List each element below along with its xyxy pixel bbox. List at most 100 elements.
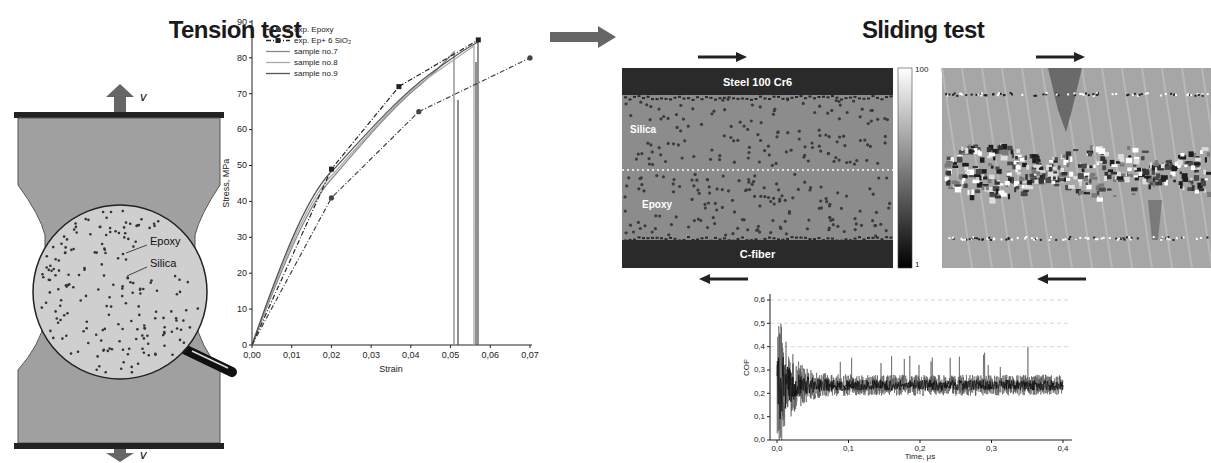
silica-particle [810,141,813,144]
silica-particle [818,105,821,108]
interface-spot [1118,237,1120,239]
damage-spot [1032,169,1036,174]
silica-particle [791,196,794,199]
silica-particle [803,181,806,184]
rough-edge [687,97,690,99]
damage-spot [1108,169,1113,172]
tick [249,165,252,166]
tick-label: 0 [242,340,247,350]
silica-particle [637,153,640,156]
interface-spot [956,95,958,97]
silica-particle [625,102,628,105]
silica-particle [52,246,55,249]
silica-particle [769,200,772,203]
silica-particle [676,126,679,129]
silica-particle [819,150,822,153]
damage-spot [1042,174,1045,180]
silica-particle [828,216,831,219]
damage-spot [1027,186,1033,189]
rough-edge [818,96,821,98]
interface-spot [1079,237,1081,239]
silica-particle [662,175,665,178]
silica-particle [103,274,106,277]
interface-spot [970,238,972,240]
silica-particle [887,206,890,209]
damage-spot [1014,187,1016,192]
silica-particle [102,329,105,332]
stress-plume [1048,68,1082,132]
silica-particle [706,226,709,229]
damage-spot [1089,166,1092,169]
rough-edge [863,98,866,100]
silica-particle [649,105,652,108]
tick-label: 0,5 [754,319,765,328]
interface-spot [1196,238,1198,240]
damage-spot [996,189,999,195]
damage-spot [1089,178,1091,183]
damage-spot [969,145,971,149]
silica-particle [828,226,831,229]
silica-particle [832,160,835,163]
interface-spot [993,238,995,240]
silica-particle [662,115,665,118]
cof-chart [767,294,1072,443]
silica-particle [179,339,182,342]
silica-particle [139,288,142,291]
damage-spot [1066,163,1069,168]
damage-spot [1032,154,1039,158]
tick [331,345,332,348]
interface-spot [1103,237,1105,239]
silica-particle [704,206,707,209]
damage-spot [1049,167,1053,171]
tick-label: 90 [237,17,247,27]
silica-particle [68,283,71,286]
silica-particle [49,291,52,294]
interface-spot [1033,239,1035,241]
damage-spot [1206,172,1211,175]
interface-spot [1085,93,1087,95]
silica-particle [130,320,133,323]
silica-particle [750,119,753,122]
tick-label: 30 [237,232,247,242]
shear-arrow [1037,274,1048,284]
dogbone-specimen [18,118,220,443]
silica-particle [876,118,879,121]
damage-spot [1173,180,1176,183]
legend-entry: sample no.7 [265,47,338,56]
damage-spot [1117,176,1124,180]
damage-spot [1143,170,1150,175]
silica-particle [679,104,682,107]
silica-particle [845,161,848,164]
silica-particle [870,120,873,123]
damage-spot [1025,156,1027,161]
interface-spot [1128,236,1130,238]
curve-exp-epoxy [252,58,530,345]
rough-edge [732,97,735,99]
damage-spot [973,180,980,184]
silica-particles [41,210,200,374]
rough-edge [638,95,641,97]
silica-particle [807,219,810,222]
silica-particle [769,231,772,234]
silica-particle [171,353,174,356]
damage-spot [1025,174,1028,180]
interface-spot [1166,238,1168,240]
silica-particle [672,190,675,193]
rough-edge [795,237,798,239]
silica-particle [884,141,887,144]
silica-particle [773,202,776,205]
silica-particle [760,121,763,124]
rough-edge [674,97,677,99]
silica-particle [877,176,880,179]
silica-particle [625,184,628,187]
silica-particle [811,146,814,149]
silica-particle [157,220,160,223]
damage-spot [1051,175,1058,180]
silica-particle [104,371,107,374]
damage-spot [1200,150,1203,154]
damage-spot [1111,172,1117,175]
tick-label: 0,6 [754,295,765,304]
rough-edge [705,237,708,239]
interface-spot [1004,94,1006,96]
damage-spot [1134,168,1137,171]
